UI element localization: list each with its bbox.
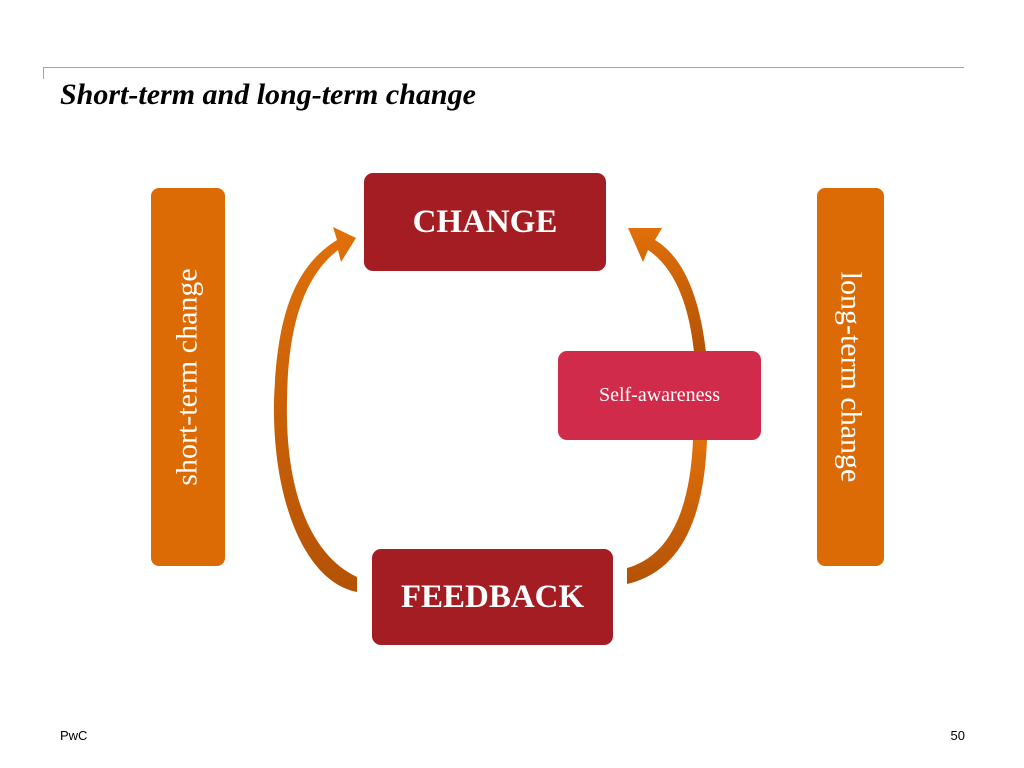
- left-cycle-arrow: [273, 227, 357, 592]
- header-rule: [43, 67, 964, 68]
- long-term-label: long-term change: [834, 271, 868, 483]
- right-cycle-arrow-upper: [628, 228, 706, 352]
- right-cycle-arrow-lower: [627, 440, 707, 584]
- short-term-label: short-term change: [171, 268, 205, 486]
- feedback-box: FEEDBACK: [372, 549, 613, 645]
- self-awareness-box: Self-awareness: [558, 351, 761, 440]
- page-number: 50: [950, 728, 965, 743]
- slide-title: Short-term and long-term change: [60, 78, 476, 111]
- header-rule-tick: [43, 67, 44, 79]
- footer-brand: PwC: [60, 728, 88, 743]
- long-term-bar: long-term change: [817, 188, 884, 566]
- short-term-bar: short-term change: [151, 188, 225, 566]
- change-box: CHANGE: [364, 173, 606, 271]
